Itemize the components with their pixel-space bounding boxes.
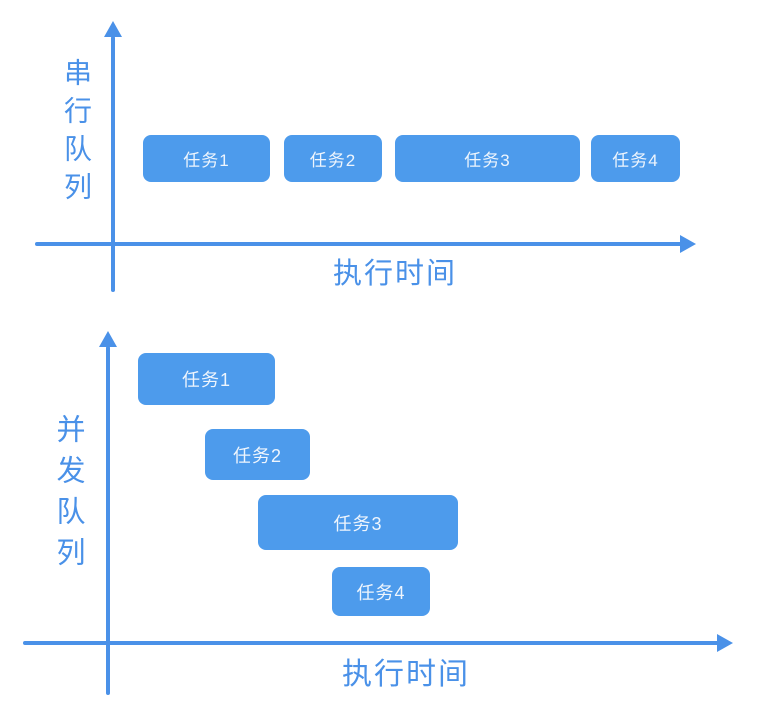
concurrent-x-axis-label: 执行时间	[342, 658, 470, 691]
task-box-concurrent-1: 任务1	[138, 353, 275, 405]
concurrent-y-axis-label: 并发队列	[52, 414, 84, 578]
serial-y-axis-arrow-icon	[104, 21, 122, 37]
serial-x-axis-label: 执行时间	[333, 258, 458, 290]
serial-x-axis-arrow-icon	[680, 235, 696, 253]
concurrent-y-axis-arrow-icon	[99, 331, 117, 347]
task-box-concurrent-4: 任务4	[332, 567, 430, 616]
task-box-serial-4: 任务4	[591, 135, 680, 182]
task-box-serial-3: 任务3	[395, 135, 580, 182]
serial-x-axis-line	[35, 242, 682, 246]
concurrent-x-axis-line	[23, 641, 719, 645]
concurrent-x-axis-arrow-icon	[717, 634, 733, 652]
task-box-serial-2: 任务2	[284, 135, 382, 182]
task-box-concurrent-3: 任务3	[258, 495, 458, 550]
concurrent-y-axis-line	[106, 346, 110, 695]
task-box-concurrent-2: 任务2	[205, 429, 310, 480]
task-box-serial-1: 任务1	[143, 135, 270, 182]
serial-y-axis-line	[111, 36, 115, 292]
serial-y-axis-label: 串行队列	[61, 58, 92, 210]
